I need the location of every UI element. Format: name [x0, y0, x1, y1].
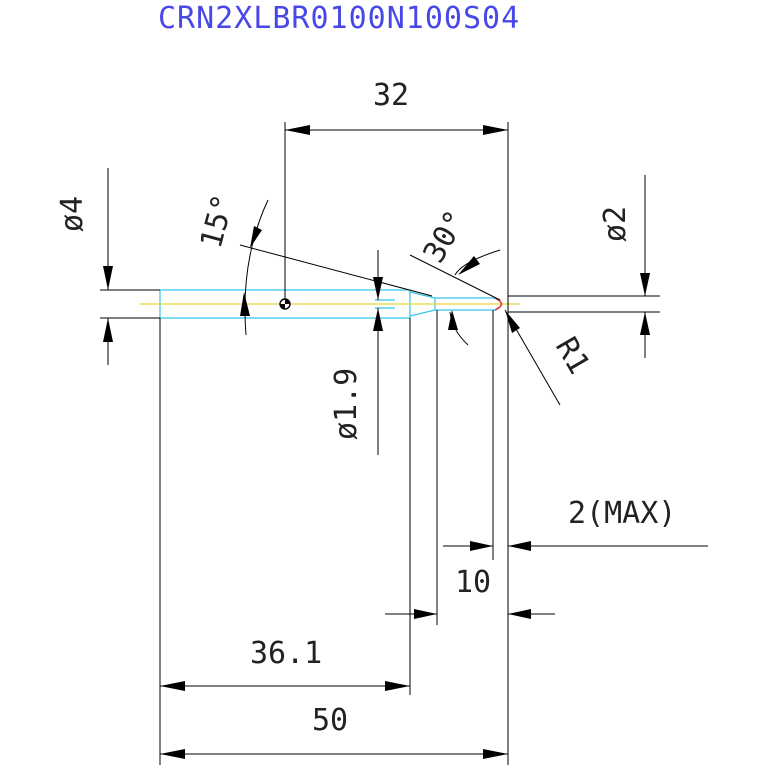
- dim-overall-length: 32: [284, 78, 509, 560]
- dim-max-overhang: 2(MAX): [443, 310, 708, 560]
- dim-length-50: 50: [160, 560, 509, 765]
- dim-angle-15: 15°: [194, 191, 433, 336]
- svg-text:R1: R1: [548, 332, 596, 381]
- dim-shank-dia: ø4: [55, 168, 113, 365]
- svg-text:ø4: ø4: [55, 196, 90, 232]
- svg-text:15°: 15°: [194, 191, 242, 252]
- drawing-title: CRN2XLBR0100N100S04: [158, 1, 520, 36]
- dim-tip-dia: ø2: [598, 175, 650, 358]
- svg-text:10: 10: [455, 565, 491, 600]
- dim-mid-dia: ø1.9: [329, 250, 383, 455]
- svg-text:2(MAX): 2(MAX): [568, 496, 676, 531]
- svg-text:36.1: 36.1: [250, 636, 322, 671]
- svg-text:30°: 30°: [417, 205, 474, 269]
- dim-length-36: 36.1: [159, 318, 411, 765]
- svg-text:ø2: ø2: [598, 206, 633, 242]
- dim-radius: R1: [504, 309, 596, 406]
- svg-text:32: 32: [373, 78, 409, 113]
- dim-neck-length: 10: [385, 310, 555, 625]
- svg-text:50: 50: [312, 703, 348, 738]
- dim-angle-30: 30°: [409, 205, 501, 346]
- svg-text:ø1.9: ø1.9: [329, 368, 364, 440]
